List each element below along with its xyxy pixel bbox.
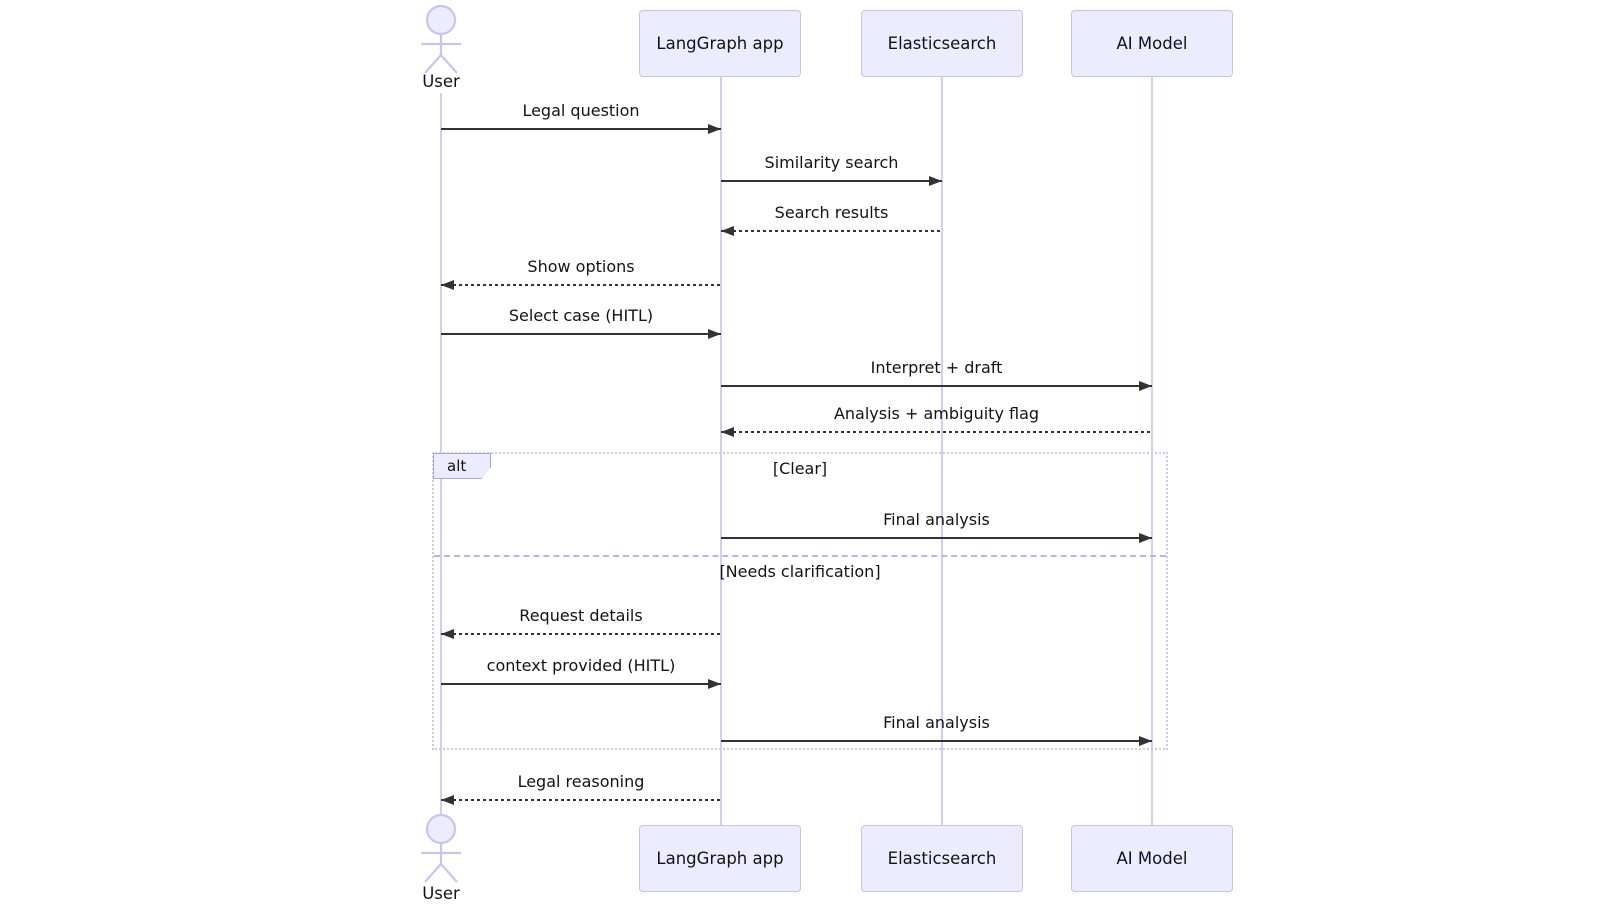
message-arrow bbox=[721, 740, 1152, 742]
message-legal-question: Legal question bbox=[441, 101, 721, 130]
alt-section-divider bbox=[434, 555, 1166, 557]
message-label: Search results bbox=[774, 203, 889, 222]
participant-label: LangGraph app bbox=[656, 34, 784, 53]
participant-label: AI Model bbox=[1116, 34, 1188, 53]
message-arrow bbox=[441, 284, 721, 286]
actor-user-icon bbox=[421, 813, 461, 883]
participant-label: Elasticsearch bbox=[887, 849, 997, 868]
alt-condition-needs-clarification: [Needs clarification] bbox=[719, 562, 881, 581]
alt-frame: alt [Clear] [Needs clarification] bbox=[432, 452, 1168, 750]
message-label: Request details bbox=[519, 606, 643, 625]
actor-user-icon bbox=[421, 4, 461, 74]
message-label: Legal reasoning bbox=[517, 772, 645, 791]
alt-condition-clear: [Clear] bbox=[772, 459, 828, 478]
message-similarity-search: Similarity search bbox=[721, 153, 942, 182]
message-arrow bbox=[441, 799, 721, 801]
message-select-case: Select case (HITL) bbox=[441, 306, 721, 335]
message-show-options: Show options bbox=[441, 257, 721, 286]
alt-operator-label: alt bbox=[433, 453, 491, 479]
participant-langgraph-bottom: LangGraph app bbox=[639, 825, 801, 892]
message-context-provided: context provided (HITL) bbox=[441, 656, 721, 685]
message-label: Analysis + ambiguity flag bbox=[833, 404, 1040, 423]
lifeline-ai-model bbox=[1151, 77, 1153, 825]
message-final-analysis-clarified: Final analysis bbox=[721, 713, 1152, 742]
message-arrow bbox=[721, 385, 1152, 387]
participant-langgraph-top: LangGraph app bbox=[639, 10, 801, 77]
message-interpret-draft: Interpret + draft bbox=[721, 358, 1152, 387]
message-label: Show options bbox=[527, 257, 635, 276]
participant-label: Elasticsearch bbox=[887, 34, 997, 53]
participant-ai-model-bottom: AI Model bbox=[1071, 825, 1233, 892]
lifeline-elasticsearch bbox=[941, 77, 943, 825]
participant-ai-model-top: AI Model bbox=[1071, 10, 1233, 77]
actor-user-label-top: User bbox=[422, 72, 460, 91]
message-label: Interpret + draft bbox=[870, 358, 1003, 377]
participant-elasticsearch-top: Elasticsearch bbox=[861, 10, 1023, 77]
message-arrow bbox=[441, 333, 721, 335]
lifeline-langgraph bbox=[720, 77, 722, 825]
message-label: Select case (HITL) bbox=[508, 306, 654, 325]
message-arrow bbox=[721, 180, 942, 182]
actor-user-label-bottom: User bbox=[422, 884, 460, 903]
message-search-results: Search results bbox=[721, 203, 942, 232]
message-arrow bbox=[721, 431, 1152, 433]
message-label: Similarity search bbox=[764, 153, 899, 172]
participant-label: AI Model bbox=[1116, 849, 1188, 868]
message-label: Final analysis bbox=[883, 713, 990, 732]
message-arrow bbox=[721, 230, 942, 232]
message-legal-reasoning: Legal reasoning bbox=[441, 772, 721, 801]
message-arrow bbox=[441, 683, 721, 685]
message-final-analysis-clear: Final analysis bbox=[721, 510, 1152, 539]
message-arrow bbox=[721, 537, 1152, 539]
message-analysis-ambiguity-flag: Analysis + ambiguity flag bbox=[721, 404, 1152, 433]
message-arrow bbox=[441, 128, 721, 130]
message-label: Legal question bbox=[522, 101, 640, 120]
message-label: Final analysis bbox=[883, 510, 990, 529]
participant-elasticsearch-bottom: Elasticsearch bbox=[861, 825, 1023, 892]
message-request-details: Request details bbox=[441, 606, 721, 635]
message-arrow bbox=[441, 633, 721, 635]
message-label: context provided (HITL) bbox=[486, 656, 676, 675]
participant-label: LangGraph app bbox=[656, 849, 784, 868]
